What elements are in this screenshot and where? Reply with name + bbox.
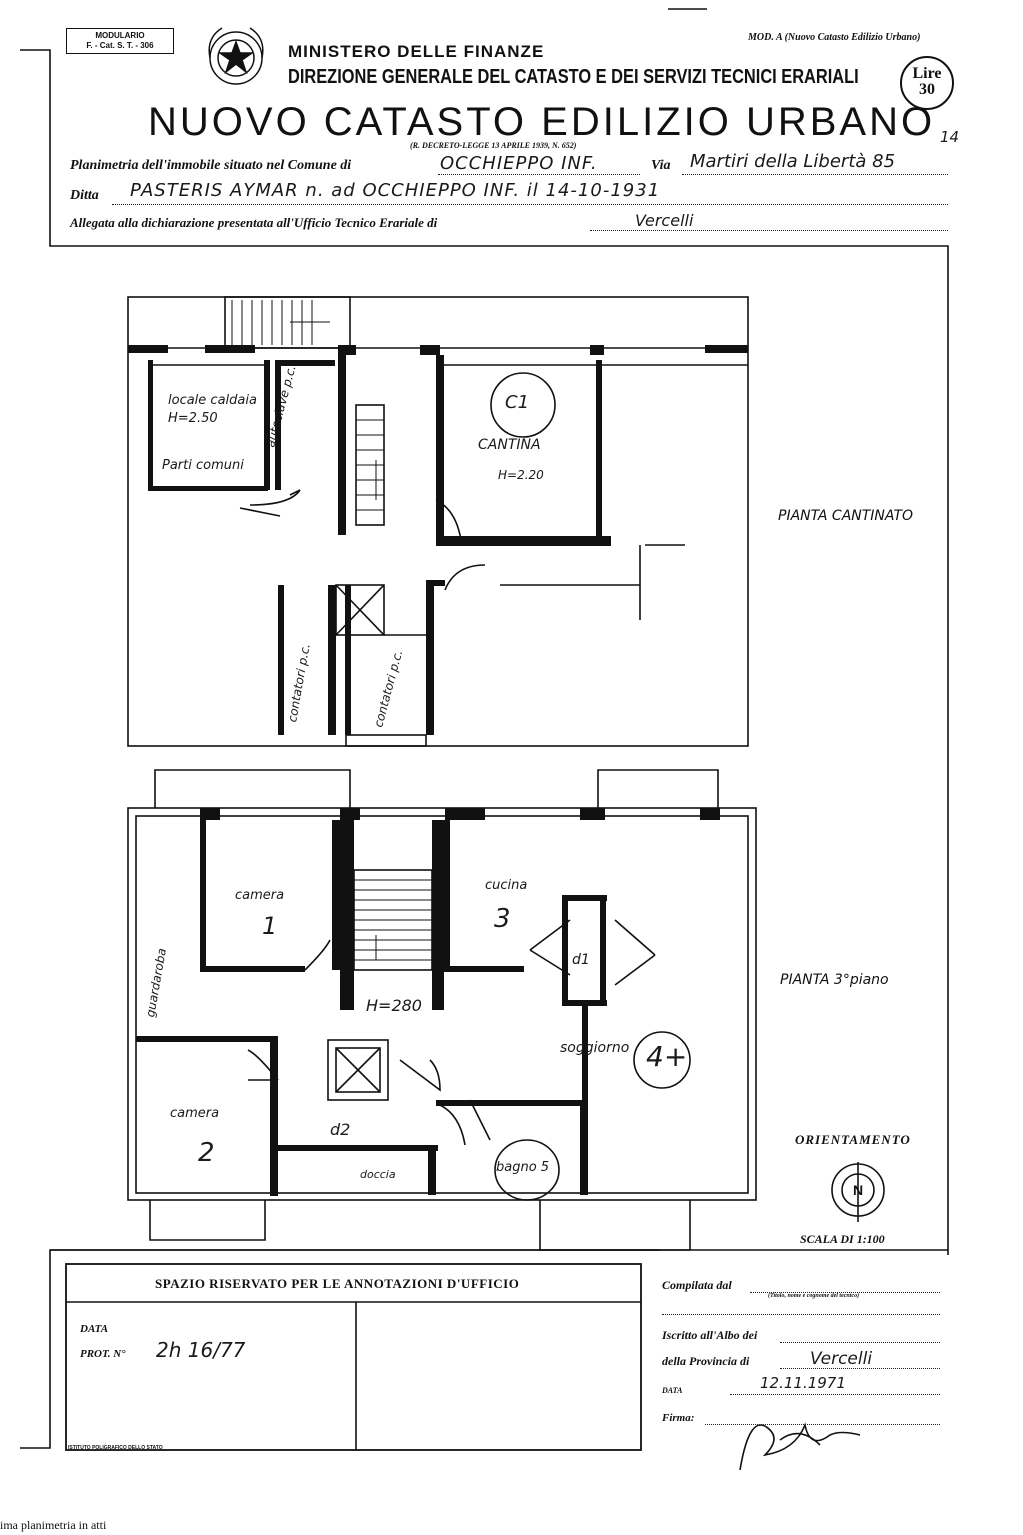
iscritto-line bbox=[780, 1342, 940, 1343]
compilata-data-value: 12.11.1971 bbox=[760, 1374, 846, 1392]
annot-data-label: DATA bbox=[80, 1323, 109, 1335]
via-line bbox=[682, 174, 948, 175]
modulario-box: MODULARIO F. - Cat. S. T. - 306 bbox=[66, 28, 174, 54]
lire-label: Lire bbox=[912, 65, 942, 82]
room-camera-2: camera bbox=[170, 1106, 220, 1121]
compilata-hint: (Titolo, nome e cognome del tecnico) bbox=[768, 1293, 860, 1299]
annot-prot-value: 2h 16/77 bbox=[156, 1338, 246, 1362]
room-d1: d1 bbox=[572, 952, 590, 968]
provincia-line bbox=[780, 1368, 940, 1369]
plan-cantinato-label: PIANTA CANTINATO bbox=[778, 508, 914, 524]
lire-value: 30 bbox=[919, 81, 935, 98]
compass-icon bbox=[831, 1162, 885, 1222]
orientamento-label: ORIENTAMENTO bbox=[795, 1132, 911, 1147]
room-number-1: 1 bbox=[262, 912, 278, 940]
orient-letter: N bbox=[853, 1182, 864, 1198]
room-parti-comuni: Parti comuni bbox=[162, 458, 244, 473]
modello-label: MOD. A (Nuovo Catasto Edilizio Urbano) bbox=[748, 32, 921, 43]
signature bbox=[739, 1422, 861, 1471]
room-caldaia: locale caldaia H=2.50 bbox=[168, 393, 257, 426]
compilata-line bbox=[750, 1292, 940, 1293]
firma-label: Firma: bbox=[662, 1412, 695, 1424]
annot-prot-label: PROT. N° bbox=[80, 1348, 126, 1360]
ufficio-line bbox=[590, 230, 948, 231]
annotazioni-title: SPAZIO RISERVATO PER LE ANNOTAZIONI D'UF… bbox=[155, 1276, 520, 1291]
plan-cantinato bbox=[127, 296, 749, 747]
via-value: Martiri della Libertà 85 bbox=[690, 151, 896, 172]
comune-line bbox=[438, 174, 640, 175]
direzione-heading: DIREZIONE GENERALE DEL CATASTO E DEI SER… bbox=[288, 66, 859, 88]
lire-stamp: Lire 30 bbox=[900, 56, 954, 110]
room-cucina: cucina bbox=[485, 878, 528, 893]
provincia-value: Vercelli bbox=[810, 1349, 873, 1369]
plan-terzo bbox=[127, 769, 757, 1251]
room-c1: C1 bbox=[505, 392, 530, 413]
stair-height: H=280 bbox=[366, 996, 422, 1015]
plan-terzo-label: PIANTA 3°piano bbox=[780, 972, 889, 988]
comune-value: OCCHIEPPO INF. bbox=[440, 153, 598, 174]
ditta-line bbox=[112, 204, 948, 205]
modulario-line2: F. - Cat. S. T. - 306 bbox=[86, 41, 154, 50]
decreto-note: (R. DECRETO-LEGGE 13 APRILE 1939, N. 652… bbox=[410, 141, 577, 150]
room-doccia: doccia bbox=[360, 1168, 396, 1181]
room-camera-1: camera bbox=[235, 888, 285, 903]
compilata-data-line bbox=[730, 1394, 940, 1395]
room-soggiorno: soggiorno bbox=[560, 1040, 630, 1056]
room-number-4: 4+ bbox=[646, 1040, 688, 1073]
compilata-label: Compilata dal bbox=[662, 1278, 732, 1292]
corner-number: 14 bbox=[940, 128, 960, 146]
provincia-label: della Provincia di bbox=[662, 1354, 750, 1368]
room-number-3: 3 bbox=[494, 904, 511, 934]
ministero-heading: MINISTERO DELLE FINANZE bbox=[288, 42, 545, 61]
via-label: Via bbox=[651, 158, 671, 173]
compilata-data-label: DATA bbox=[662, 1386, 683, 1395]
scala-label: SCALA DI 1:100 bbox=[800, 1232, 885, 1246]
ditta-value: PASTERIS AYMAR n. ad OCCHIEPPO INF. il 1… bbox=[130, 180, 661, 201]
compilata-line-2 bbox=[662, 1314, 940, 1315]
room-number-2: 2 bbox=[198, 1138, 215, 1168]
room-d2: d2 bbox=[330, 1120, 351, 1139]
allegata-label: Allegata alla dichiarazione presentata a… bbox=[70, 215, 438, 230]
iscritto-label: Iscritto all'Albo dei bbox=[662, 1328, 758, 1342]
planimetria-label: Planimetria dell'immobile situato nel Co… bbox=[70, 158, 352, 173]
ditta-label: Ditta bbox=[70, 188, 99, 203]
modulario-line1: MODULARIO bbox=[95, 31, 145, 40]
room-bagno: bagno 5 bbox=[496, 1160, 550, 1175]
page-title: NUOVO CATASTO EDILIZIO URBANO bbox=[148, 100, 936, 144]
room-cantina-height: H=2.20 bbox=[498, 468, 544, 482]
footer-note: ima planimetria in atti bbox=[0, 1518, 107, 1532]
emblem-icon bbox=[208, 27, 264, 85]
room-cantina: CANTINA bbox=[478, 437, 541, 453]
firma-line bbox=[705, 1424, 940, 1425]
istituto-label: ISTITUTO POLIGRAFICO DELLO STATO bbox=[68, 1445, 163, 1451]
ufficio-value: Vercelli bbox=[635, 211, 694, 230]
